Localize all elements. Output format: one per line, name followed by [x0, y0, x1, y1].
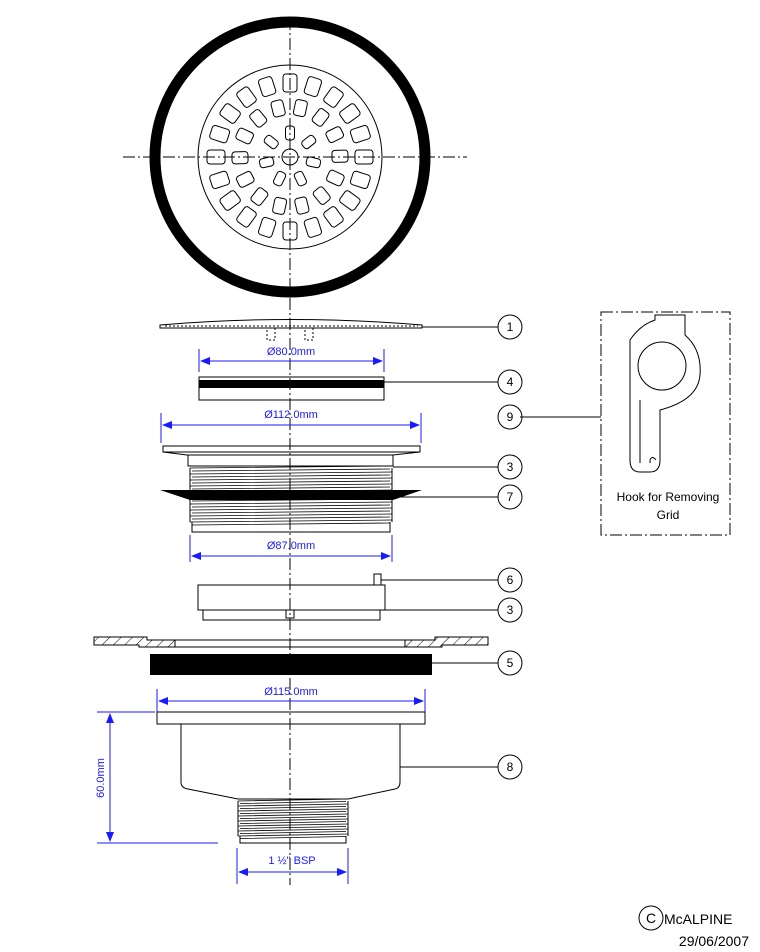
svg-text:9: 9 — [507, 410, 514, 424]
grid-slot — [303, 76, 323, 98]
grid-slot — [349, 170, 371, 190]
grid-slot — [294, 196, 310, 215]
grid-slot — [257, 216, 277, 238]
company-name: McALPINE — [664, 911, 732, 927]
hook-detail: Hook for Removing Grid — [520, 311, 731, 536]
dimension-label: 1 ½" BSP — [268, 855, 315, 867]
grid-slot — [305, 156, 322, 169]
grid-slot — [249, 109, 268, 128]
part-3-flange-body — [162, 445, 498, 533]
grid-slot — [235, 170, 255, 188]
svg-text:1: 1 — [507, 320, 514, 334]
grid-slot — [272, 170, 287, 187]
grid-slot — [303, 216, 323, 238]
grid-slot — [349, 124, 371, 144]
balloon-part-7: 7 — [497, 484, 523, 510]
grid-slot — [272, 196, 288, 215]
grid-slot — [219, 103, 241, 124]
balloon-part-5: 5 — [497, 650, 523, 676]
balloon-part-4: 4 — [497, 369, 523, 395]
dimension-height: 60.0mm — [95, 711, 218, 844]
copyright-symbol: C — [646, 910, 656, 926]
grid-slot — [323, 206, 344, 228]
part-1-grid — [159, 319, 498, 341]
hook-caption-line1: Hook for Removing — [617, 490, 720, 504]
grid-slot — [270, 99, 286, 118]
grid-slots — [206, 73, 374, 241]
balloon-part-3-nut: 3 — [497, 597, 523, 623]
grid-slot — [209, 170, 231, 190]
grid-slot — [339, 103, 361, 124]
grid-slot — [339, 190, 361, 211]
part-4-ring — [198, 376, 498, 401]
copyright-footer: C McALPINE 29/06/2007 — [638, 905, 749, 949]
part-7-washer — [160, 490, 498, 500]
grid-slot — [250, 187, 269, 206]
dimension-label: Ø80.0mm — [267, 346, 315, 358]
grid-slot — [325, 126, 345, 144]
grid-slot — [219, 190, 241, 211]
grid-slot — [263, 134, 279, 150]
outlet-thread — [237, 798, 349, 839]
dimension-flange-diameter: Ø112.0mm — [160, 409, 422, 443]
grid-slot — [209, 124, 231, 144]
dimension-label: Ø112.0mm — [264, 409, 318, 421]
grid-slot — [331, 149, 349, 163]
svg-text:4: 4 — [507, 375, 514, 389]
hook-caption-line2: Grid — [657, 508, 680, 522]
sink-section — [93, 636, 489, 648]
part-8-body — [156, 711, 498, 844]
dimension-label: 60.0mm — [95, 758, 107, 798]
svg-text:3: 3 — [507, 603, 514, 617]
dimension-label: Ø87.0mm — [267, 540, 315, 552]
grid-slot — [293, 170, 308, 187]
dimension-outlet: 1 ½" BSP — [236, 848, 349, 884]
balloon-part-8: 8 — [497, 754, 523, 780]
grid-slot — [311, 108, 330, 127]
dimension-label: Ø115.0mm — [264, 686, 318, 698]
svg-text:8: 8 — [507, 760, 514, 774]
drawing-date: 29/06/2007 — [679, 933, 749, 949]
grid-slot — [231, 151, 249, 165]
part-balloons: 1 4 9 3 7 6 3 5 8 — [497, 314, 523, 780]
dimension-thread-diameter: Ø87.0mm — [189, 535, 393, 562]
grid-slot — [323, 86, 344, 108]
svg-text:3: 3 — [507, 460, 514, 474]
grid-slot — [258, 156, 275, 169]
grid-slot — [301, 134, 317, 150]
balloon-part-6: 6 — [497, 567, 523, 593]
part-6-3-backnut — [197, 573, 498, 621]
grid-slot — [257, 76, 277, 98]
dimension-grid-diameter: Ø80.0mm — [198, 346, 385, 372]
svg-text:5: 5 — [507, 656, 514, 670]
svg-text:6: 6 — [507, 573, 514, 587]
balloon-part-9: 9 — [497, 404, 523, 430]
grid-slot — [292, 99, 308, 118]
grid-slot — [326, 169, 345, 187]
grid-slot — [235, 127, 254, 145]
balloon-part-3: 3 — [497, 454, 523, 480]
balloon-part-1: 1 — [497, 314, 523, 340]
grid-slot — [312, 186, 331, 205]
grid-plan-view — [149, 16, 431, 298]
dimension-body-flange-diameter: Ø115.0mm — [156, 686, 426, 712]
part-5-gasket — [150, 654, 498, 675]
grid-slot — [236, 86, 257, 108]
svg-text:7: 7 — [507, 490, 514, 504]
grid-slot — [236, 206, 257, 228]
